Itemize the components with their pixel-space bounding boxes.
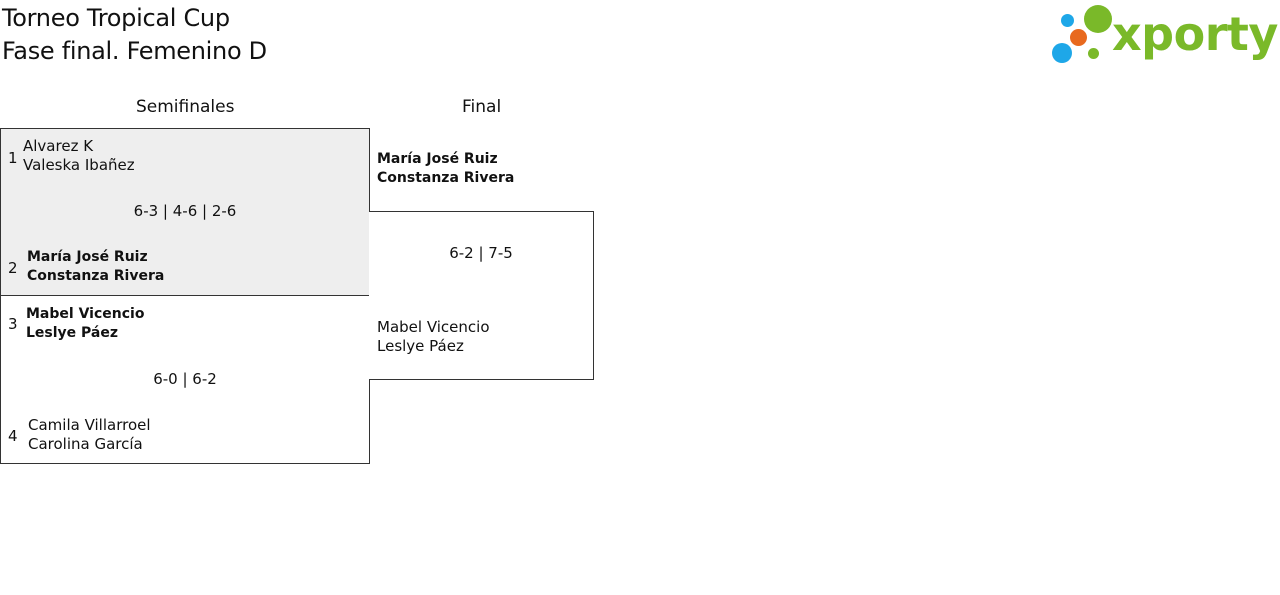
logo-wordmark: xporty [1112,7,1278,61]
semifinal-match-2[interactable]: 3 Mabel Vicencio Leslye Páez 6-0 | 6-2 4… [0,295,370,464]
player-name: Valeska Ibañez [23,156,135,174]
xporty-logo[interactable]: xporty [1050,4,1278,68]
logo-blue-dot-small-icon [1061,14,1074,27]
player-name: María José Ruiz [27,249,148,265]
team-entry-winner: María José Ruiz Constanza Rivera [27,248,164,286]
player-name: Leslye Páez [26,325,119,341]
player-name: Camila Villarroel [28,416,151,434]
logo-orange-dot-icon [1070,29,1087,46]
round-label-semifinals: Semifinales [136,97,235,117]
player-name: Mabel Vicencio [26,306,145,322]
team-entry: Camila Villarroel Carolina García [28,416,151,454]
final-match-score: 6-2 | 7-5 [449,244,513,262]
player-name: Mabel Vicencio [377,318,490,336]
seed-number: 3 [8,315,18,333]
semifinal-match-1[interactable]: 1 Alvarez K Valeska Ibañez 6-3 | 4-6 | 2… [0,128,370,296]
final-team-entry: Mabel Vicencio Leslye Páez [377,318,490,356]
match-score: 6-0 | 6-2 [153,370,217,388]
logo-green-dot-small-icon [1088,48,1099,59]
logo-blue-dot-large-icon [1052,43,1072,63]
player-name: Leslye Páez [377,337,464,355]
round-label-final: Final [462,97,502,117]
player-name: Carolina García [28,435,143,453]
seed-number: 2 [8,259,18,277]
page-subtitle: Fase final. Femenino D [2,37,267,65]
final-match[interactable] [369,211,594,380]
team-entry: Alvarez K Valeska Ibañez [23,137,135,175]
player-name: Constanza Rivera [377,170,515,186]
logo-green-dot-icon [1084,5,1112,33]
player-name: Alvarez K [23,137,94,155]
match-score: 6-3 | 4-6 | 2-6 [133,202,237,220]
player-name: María José Ruiz [377,151,498,167]
final-team-entry-winner: María José Ruiz Constanza Rivera [377,150,514,188]
seed-number: 4 [8,427,18,445]
page-title: Torneo Tropical Cup [2,4,230,32]
team-entry-winner: Mabel Vicencio Leslye Páez [26,305,144,343]
seed-number: 1 [8,149,18,167]
player-name: Constanza Rivera [27,268,165,284]
